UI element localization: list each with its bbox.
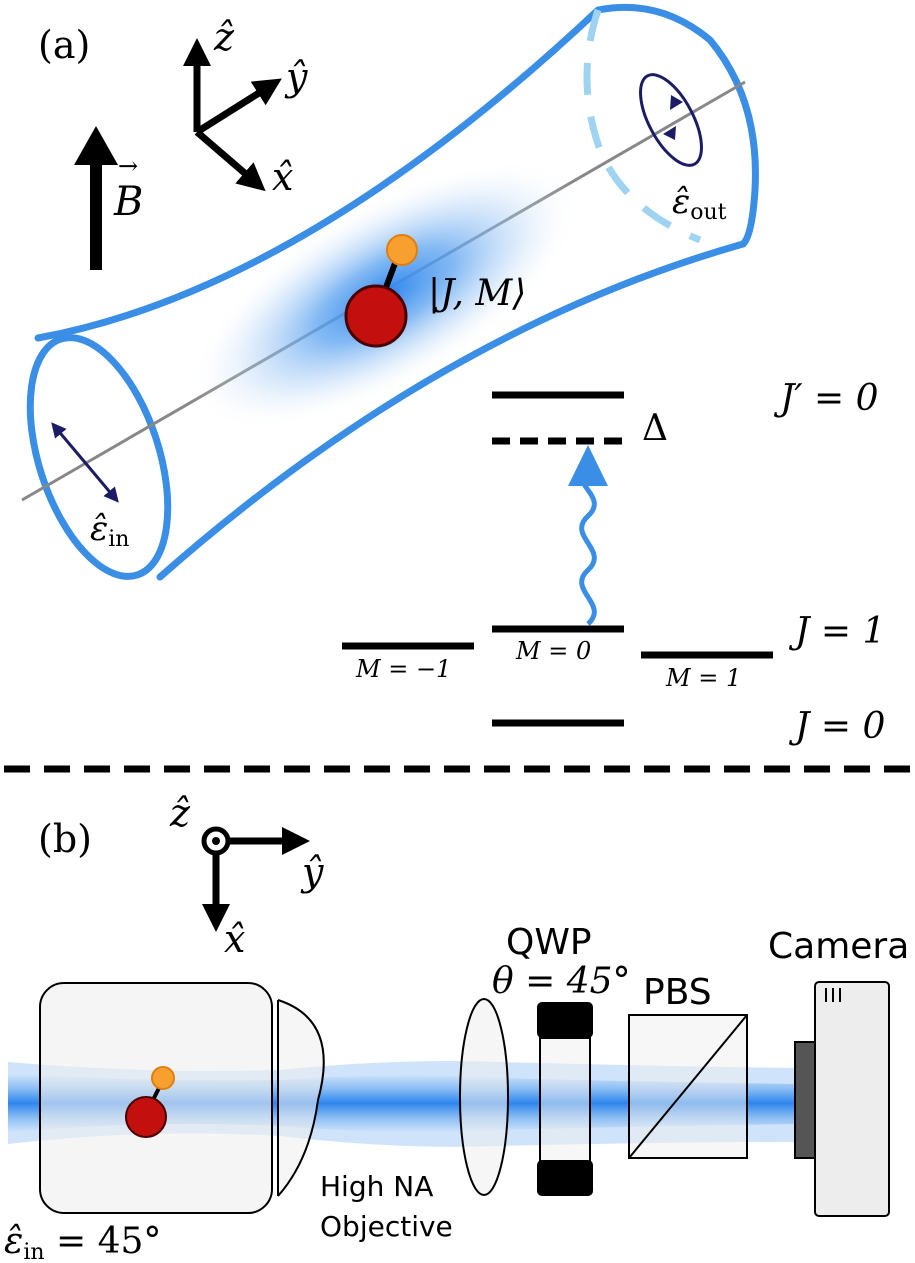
panel-a-label: (a) <box>38 23 90 67</box>
z-axis-label-a: ẑ <box>213 15 235 59</box>
pbs-diagonal <box>628 1014 748 1159</box>
panel-b-label: (b) <box>38 817 92 861</box>
objective-label-line2: Objective <box>320 1210 453 1243</box>
sublevel-label-m1: M = 1 <box>665 664 741 692</box>
output-pol-arrowhead-top <box>670 95 683 110</box>
pbs: PBS <box>628 972 748 1159</box>
molecule-a <box>344 234 418 348</box>
cavity-tube <box>26 3 759 581</box>
qwp-body <box>539 1037 591 1167</box>
j1-level-label: J = 1 <box>788 611 885 652</box>
input-pol-b-label: ε̂in = 45° <box>4 1221 161 1263</box>
y-axis-label-b: ŷ <box>300 850 324 894</box>
magnetic-field: B → <box>74 126 143 270</box>
molecule-b <box>125 1066 175 1138</box>
input-pol-arrow <box>51 422 119 503</box>
qwp: QWP θ = 45° <box>492 922 631 1196</box>
x-axis-label-a: x̂ <box>272 155 293 199</box>
x-axis-label-b: x̂ <box>224 917 245 961</box>
b-field-accent: → <box>118 152 138 180</box>
j0-level-label: J = 0 <box>788 706 885 747</box>
y-axis-label-a: ŷ <box>284 55 308 99</box>
b-field-label: B <box>113 179 143 225</box>
photon-arrowhead <box>568 445 608 486</box>
photon-wave <box>579 467 597 626</box>
output-pol-circle <box>639 73 703 167</box>
sublevel-label-m0: M = 0 <box>515 637 591 665</box>
qwp-mount-top <box>537 1002 593 1038</box>
tube-outline <box>34 6 747 581</box>
camera: Camera <box>768 926 909 1217</box>
molecule-big-atom-b <box>125 1096 167 1138</box>
molecule-small-atom-b <box>151 1066 175 1090</box>
output-pol-arrowhead-bottom <box>663 126 676 140</box>
state-label: |J, M⟩ <box>428 273 526 314</box>
tube-input-face <box>26 334 172 580</box>
y-axis-a <box>195 78 282 135</box>
camera-label: Camera <box>768 926 909 967</box>
qwp-label: QWP <box>506 922 592 963</box>
z-axis-dot <box>212 837 220 845</box>
tube-output-face-back <box>583 8 702 244</box>
molecule-small-atom-a <box>386 234 418 266</box>
collimating-lens <box>459 998 509 1196</box>
b-field-arrowhead <box>74 126 118 165</box>
objective-label-line1: High NA <box>320 1170 433 1203</box>
axes-a: ẑ ŷ x̂ <box>183 15 308 199</box>
output-pol-label: ε̂out <box>672 182 727 225</box>
axes-b: ẑ ŷ x̂ <box>169 791 324 961</box>
molecule-big-atom-a <box>344 284 408 348</box>
qwp-mount-bottom <box>537 1160 593 1196</box>
sublevel-label-m-minus1: M = −1 <box>355 655 451 683</box>
panel-b: (b) ẑ ŷ x̂ High NA Objective <box>4 791 909 1263</box>
x-axis-a <box>194 129 266 192</box>
objective-lens <box>277 999 325 1197</box>
qwp-angle: θ = 45° <box>492 961 631 1002</box>
detuning-label: Δ <box>642 408 668 449</box>
camera-body <box>814 981 890 1217</box>
panel-a: (a) ẑ ŷ x̂ B → <box>21 3 885 747</box>
pbs-label: PBS <box>643 972 712 1013</box>
output-polarization: ε̂out <box>639 73 727 225</box>
level-diagram: Δ J′ = 0 J = 1 J = 0 M = −1 M = 0 M = 1 <box>342 378 885 747</box>
input-polarization: ε̂in <box>51 422 129 552</box>
input-pol-label: ε̂in <box>90 509 129 552</box>
excited-level-label: J′ = 0 <box>773 378 879 419</box>
z-axis-label-b: ẑ <box>169 791 191 835</box>
